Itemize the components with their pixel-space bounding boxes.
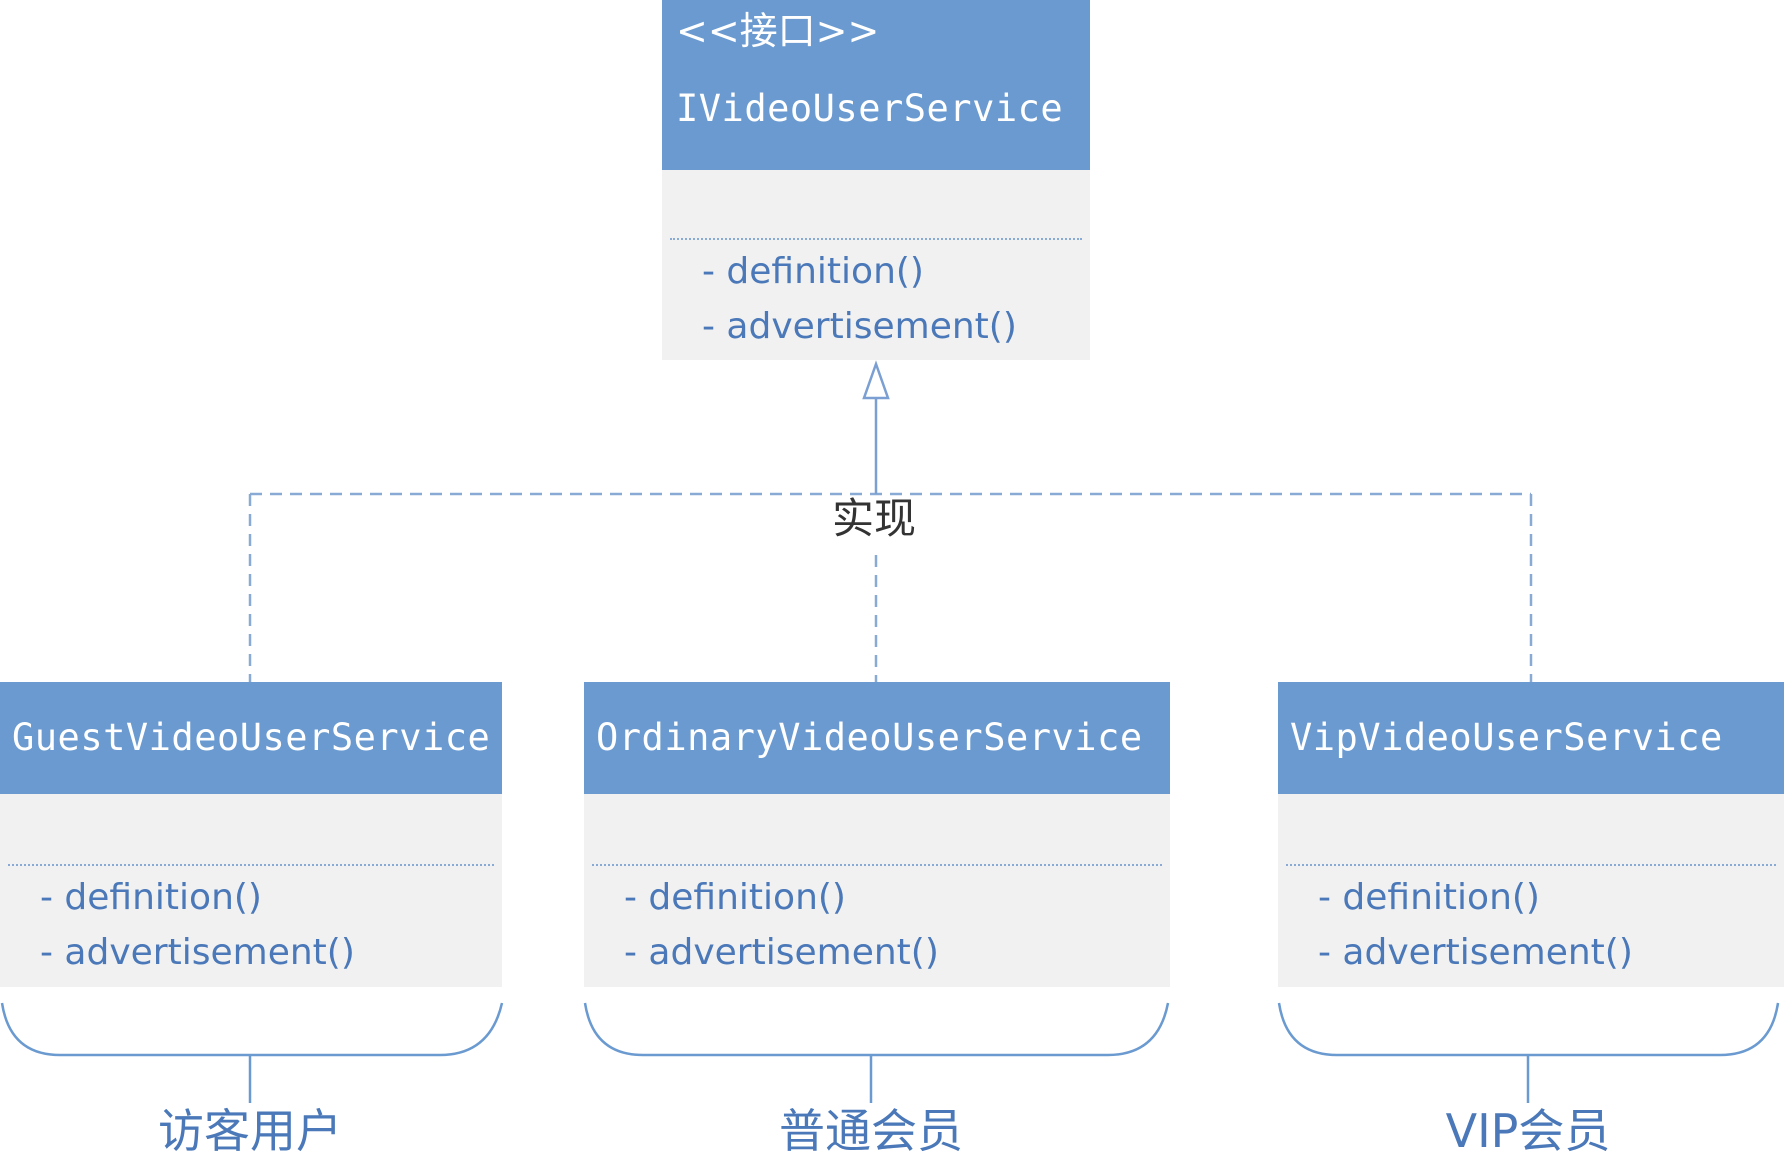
group-label-ordinary: 普通会员 — [779, 1104, 963, 1158]
class-name: GuestVideoUserService — [12, 716, 491, 759]
realization-label: 实现 — [828, 495, 921, 543]
brace-vip — [1277, 1002, 1780, 1057]
class-name: VipVideoUserService — [1290, 716, 1723, 759]
realization-arrowhead-icon — [862, 360, 890, 400]
class-methods: - definition() - advertisement() — [40, 870, 355, 980]
interface-header: <<接口>> IVideoUserService — [662, 0, 1090, 170]
interface-stereotype: <<接口>> — [676, 9, 880, 53]
class-header: VipVideoUserService — [1278, 682, 1784, 794]
class-methods: - definition() - advertisement() — [1318, 870, 1633, 980]
class-method: - definition() — [624, 877, 846, 918]
interface-box: <<接口>> IVideoUserService - definition() … — [662, 0, 1090, 360]
class-header: OrdinaryVideoUserService — [584, 682, 1170, 794]
interface-divider — [670, 238, 1082, 240]
class-methods: - definition() - advertisement() — [624, 870, 939, 980]
class-method: - definition() — [1318, 877, 1540, 918]
class-divider — [592, 864, 1162, 866]
interface-methods: - definition() - advertisement() — [702, 244, 1017, 354]
interface-method: - advertisement() — [702, 306, 1017, 347]
class-method: - advertisement() — [1318, 932, 1633, 973]
group-label-guest: 访客用户 — [158, 1104, 342, 1158]
class-method: - advertisement() — [40, 932, 355, 973]
class-name: OrdinaryVideoUserService — [596, 716, 1143, 759]
class-box-ordinary: OrdinaryVideoUserService - definition() … — [584, 682, 1170, 987]
class-method: - definition() — [40, 877, 262, 918]
brace-ordinary — [583, 1002, 1170, 1057]
group-label-vip: VIP会员 — [1445, 1104, 1611, 1158]
class-divider — [1286, 864, 1776, 866]
class-box-guest: GuestVideoUserService - definition() - a… — [0, 682, 502, 987]
class-divider — [8, 864, 494, 866]
interface-method: - definition() — [702, 251, 924, 292]
brace-guest — [0, 1002, 504, 1057]
interface-name: IVideoUserService — [676, 87, 1064, 130]
class-method: - advertisement() — [624, 932, 939, 973]
class-box-vip: VipVideoUserService - definition() - adv… — [1278, 682, 1784, 987]
class-header: GuestVideoUserService — [0, 682, 502, 794]
